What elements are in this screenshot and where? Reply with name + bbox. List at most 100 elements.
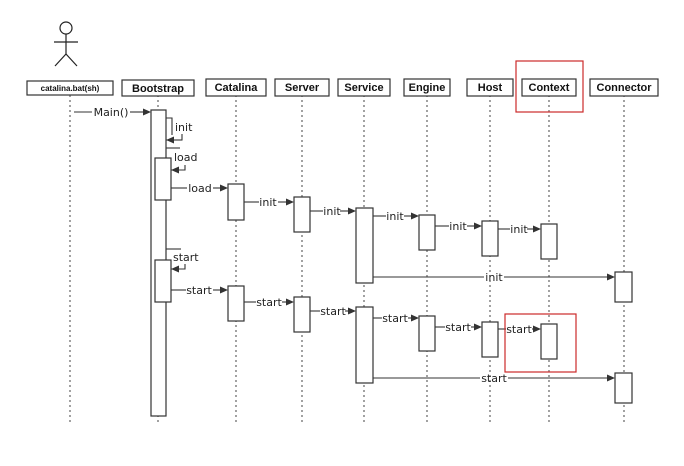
message-self-load: load xyxy=(166,147,198,174)
activation-bar-connector-start xyxy=(614,372,633,404)
context-start-highlight xyxy=(504,313,577,373)
message-self-init: init xyxy=(166,117,193,144)
messages: Main() init load load xyxy=(74,106,615,385)
participant-box xyxy=(26,80,114,96)
participant-catalina: Catalina xyxy=(205,78,267,97)
participant-box xyxy=(121,79,195,97)
message-label: load xyxy=(174,151,198,164)
message-main: Main() xyxy=(74,106,151,119)
activation-bars xyxy=(150,109,633,417)
message-label: start xyxy=(173,251,199,264)
activation-bar-bootstrap-start xyxy=(154,259,172,303)
message-label: init xyxy=(175,121,193,134)
participant-label: catalina.bat(sh) xyxy=(41,84,100,93)
arrowhead xyxy=(220,184,228,192)
participant-box xyxy=(337,78,391,97)
message-init-service: init xyxy=(310,205,356,218)
context-header-highlight xyxy=(515,60,584,113)
arrowhead xyxy=(171,166,179,174)
participant-box xyxy=(589,78,659,97)
arrowhead xyxy=(143,108,151,116)
activation-bar-bootstrap-load xyxy=(154,157,172,201)
participant-host: Host xyxy=(466,78,514,97)
message-label: init xyxy=(485,271,503,284)
participant-label: Server xyxy=(285,82,320,94)
message-label: start xyxy=(186,284,212,297)
arrowhead xyxy=(411,314,419,322)
participant-label: Context xyxy=(529,82,570,94)
message-label: start xyxy=(506,323,532,336)
activation-bar-context-start xyxy=(540,323,558,360)
activation-bar-service-init xyxy=(355,207,374,284)
message-load: load xyxy=(171,182,228,195)
arrowhead xyxy=(474,222,482,230)
activation-bar-connector-init xyxy=(614,271,633,303)
message-start-engine: start xyxy=(373,312,419,325)
arrowhead xyxy=(348,307,356,315)
message-start-catalina: start xyxy=(171,284,228,297)
participant-context: Context xyxy=(521,78,577,97)
activation-bar-server-init xyxy=(293,196,311,233)
activation-bar-context-init xyxy=(540,223,558,260)
participant-label: Host xyxy=(478,82,503,94)
participant-engine: Engine xyxy=(403,78,451,97)
participant-label: Bootstrap xyxy=(132,83,184,95)
message-label: init xyxy=(510,223,528,236)
participant-label: Engine xyxy=(409,82,446,94)
participant-label: Connector xyxy=(597,82,653,94)
activation-bar-host-init xyxy=(481,220,499,257)
arrowhead xyxy=(348,207,356,215)
message-label: load xyxy=(188,182,212,195)
message-start-connector: start xyxy=(373,372,615,385)
activation-bar-server-start xyxy=(293,296,311,333)
participant-box xyxy=(274,78,330,97)
self-call-line xyxy=(166,117,173,135)
participant-box xyxy=(521,78,577,97)
arrowhead xyxy=(171,265,179,273)
message-label: start xyxy=(256,296,282,309)
participant-label: Service xyxy=(344,82,383,94)
activation-bar-catalina-init xyxy=(227,183,245,221)
activation-bar-engine-start xyxy=(418,315,436,352)
arrowhead xyxy=(533,325,541,333)
message-label: start xyxy=(382,312,408,325)
arrowhead xyxy=(220,286,228,294)
activation-bar-host-start xyxy=(481,321,499,358)
message-init-context: init xyxy=(498,223,541,236)
arrowhead xyxy=(607,374,615,382)
participant-box xyxy=(466,78,514,97)
message-label: init xyxy=(386,210,404,223)
message-start-host: start xyxy=(435,321,482,334)
message-label: Main() xyxy=(94,106,129,119)
participant-box xyxy=(205,78,267,97)
participant-connector: Connector xyxy=(589,78,659,97)
message-init-host: init xyxy=(435,220,482,233)
participant-bootstrap: Bootstrap xyxy=(121,79,195,97)
message-init-connector: init xyxy=(373,271,615,284)
arrowhead xyxy=(474,323,482,331)
participant-service: Service xyxy=(337,78,391,97)
message-label: start xyxy=(481,372,507,385)
message-init-server: init xyxy=(244,196,294,209)
message-label: init xyxy=(323,205,341,218)
activation-bar-engine-init xyxy=(418,214,436,251)
arrowhead xyxy=(286,298,294,306)
message-start-service: start xyxy=(310,305,356,318)
message-label: init xyxy=(449,220,467,233)
activation-bar-service-start xyxy=(355,306,374,384)
participant-label: Catalina xyxy=(215,82,259,94)
actor-icon xyxy=(54,21,78,67)
arrowhead xyxy=(166,136,174,144)
message-self-start: start xyxy=(166,248,199,273)
participant-box xyxy=(403,78,451,97)
participant-sh: catalina.bat(sh) xyxy=(26,80,114,96)
arrowhead xyxy=(533,225,541,233)
message-label: start xyxy=(445,321,471,334)
activation-bar-catalina-start xyxy=(227,285,245,322)
participant-headers: catalina.bat(sh) Bootstrap Catalina Serv… xyxy=(26,78,659,97)
message-label: init xyxy=(259,196,277,209)
arrowhead xyxy=(607,273,615,281)
participant-server: Server xyxy=(274,78,330,97)
